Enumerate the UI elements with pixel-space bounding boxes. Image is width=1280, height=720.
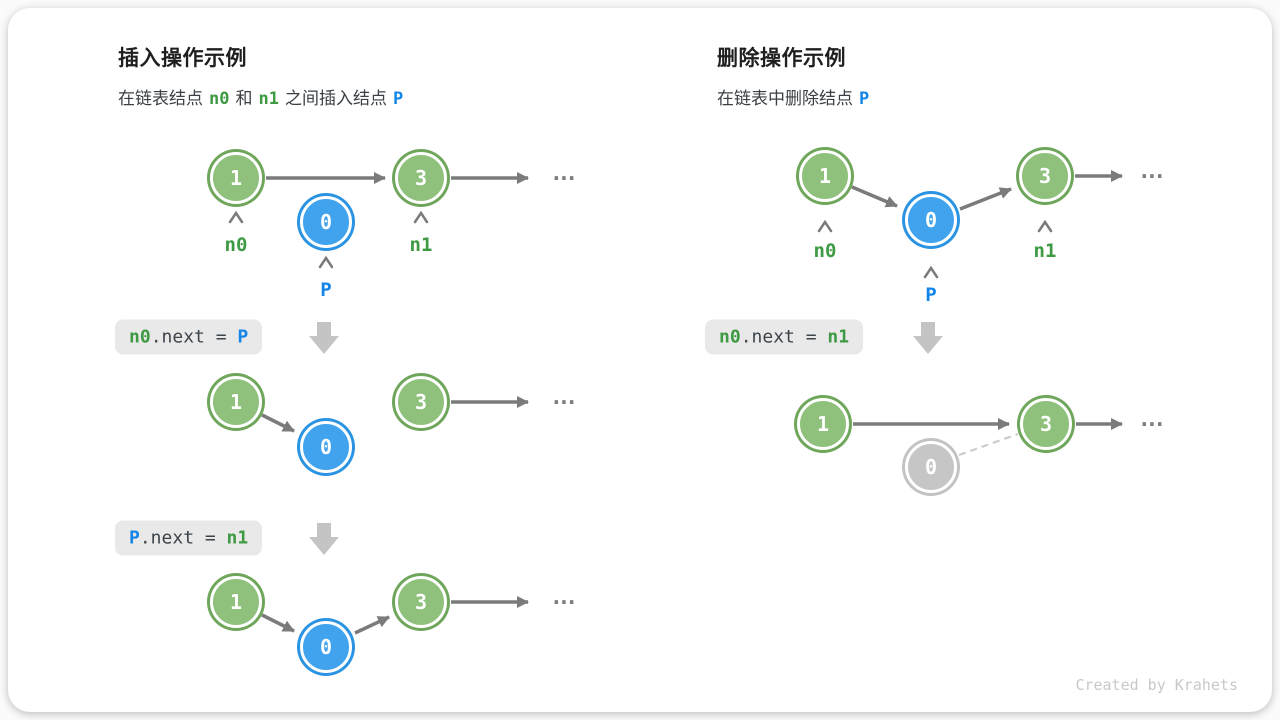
subtitle-text: 在链表中删除结点: [717, 89, 853, 108]
list-node-p: 0: [300, 421, 352, 473]
subtitle-var-p: P: [859, 89, 870, 109]
node-value: 3: [414, 390, 428, 414]
list-node-removed: 0: [905, 441, 957, 493]
list-node: 1: [797, 398, 849, 450]
list-node: 3: [395, 152, 447, 204]
code-text: .next =: [740, 326, 828, 348]
list-node: 3: [1020, 398, 1072, 450]
pointer-label-n0: n0: [224, 234, 248, 256]
delete-panel-subtitle: 在链表中删除结点 P: [717, 84, 875, 109]
list-node: 1: [210, 376, 262, 428]
subtitle-var-n1: n1: [258, 89, 279, 109]
list-node: 3: [1019, 150, 1071, 202]
code-var: n1: [226, 527, 249, 549]
list-node-p: 0: [905, 194, 957, 246]
insert-panel-subtitle: 在链表结点 n0 和 n1 之间插入结点 P: [118, 84, 409, 109]
pointer-label-p: P: [320, 279, 332, 301]
code-text: .next =: [150, 326, 238, 348]
node-value: 3: [414, 166, 428, 190]
code-var: n1: [827, 326, 850, 348]
pointer-label-n1: n1: [409, 234, 433, 256]
node-value: 0: [319, 210, 333, 234]
ellipsis: ...: [550, 585, 578, 609]
subtitle-var-p: P: [392, 89, 404, 109]
code-var: n0: [129, 326, 151, 348]
node-value: 3: [1038, 164, 1052, 188]
list-node: 1: [210, 576, 262, 628]
list-node: 1: [210, 152, 262, 204]
node-value: 0: [924, 208, 938, 232]
pointer-label-p: P: [925, 284, 937, 306]
node-value: 1: [229, 166, 243, 190]
pointer-label-n1: n1: [1033, 240, 1057, 262]
list-node-p: 0: [300, 196, 352, 248]
subtitle-text: 和: [235, 89, 253, 108]
code-statement: n0.next = n1: [705, 319, 864, 355]
node-value: 1: [818, 164, 832, 188]
pointer-label-n0: n0: [813, 240, 837, 262]
node-value: 0: [319, 435, 333, 459]
delete-panel-title: 删除操作示例: [717, 47, 846, 70]
ellipsis: ...: [550, 161, 578, 185]
code-statement: P.next = n1: [115, 520, 263, 556]
credit-text: Created by Krahets: [1075, 676, 1238, 694]
code-var: P: [129, 527, 140, 549]
ellipsis: ...: [550, 385, 578, 409]
figure-card: [8, 8, 1272, 712]
list-node: 3: [395, 576, 447, 628]
node-value: 1: [229, 590, 243, 614]
subtitle-text: 之间插入结点: [284, 89, 387, 108]
subtitle-text: 在链表结点: [118, 89, 203, 108]
node-value: 0: [319, 635, 333, 659]
code-var: n0: [719, 326, 741, 348]
node-value: 0: [924, 455, 938, 479]
subtitle-var-n0: n0: [209, 89, 230, 109]
insert-panel-title: 插入操作示例: [118, 47, 247, 70]
list-node: 1: [799, 150, 851, 202]
code-statement: n0.next = P: [115, 319, 263, 355]
list-node-p: 0: [300, 621, 352, 673]
node-value: 1: [816, 412, 830, 436]
list-node: 3: [395, 376, 447, 428]
code-var: P: [237, 326, 249, 348]
code-text: .next =: [139, 527, 227, 549]
ellipsis: ...: [1138, 407, 1166, 431]
node-value: 3: [414, 590, 428, 614]
node-value: 1: [229, 390, 243, 414]
node-value: 3: [1039, 412, 1053, 436]
ellipsis: ...: [1138, 159, 1166, 183]
